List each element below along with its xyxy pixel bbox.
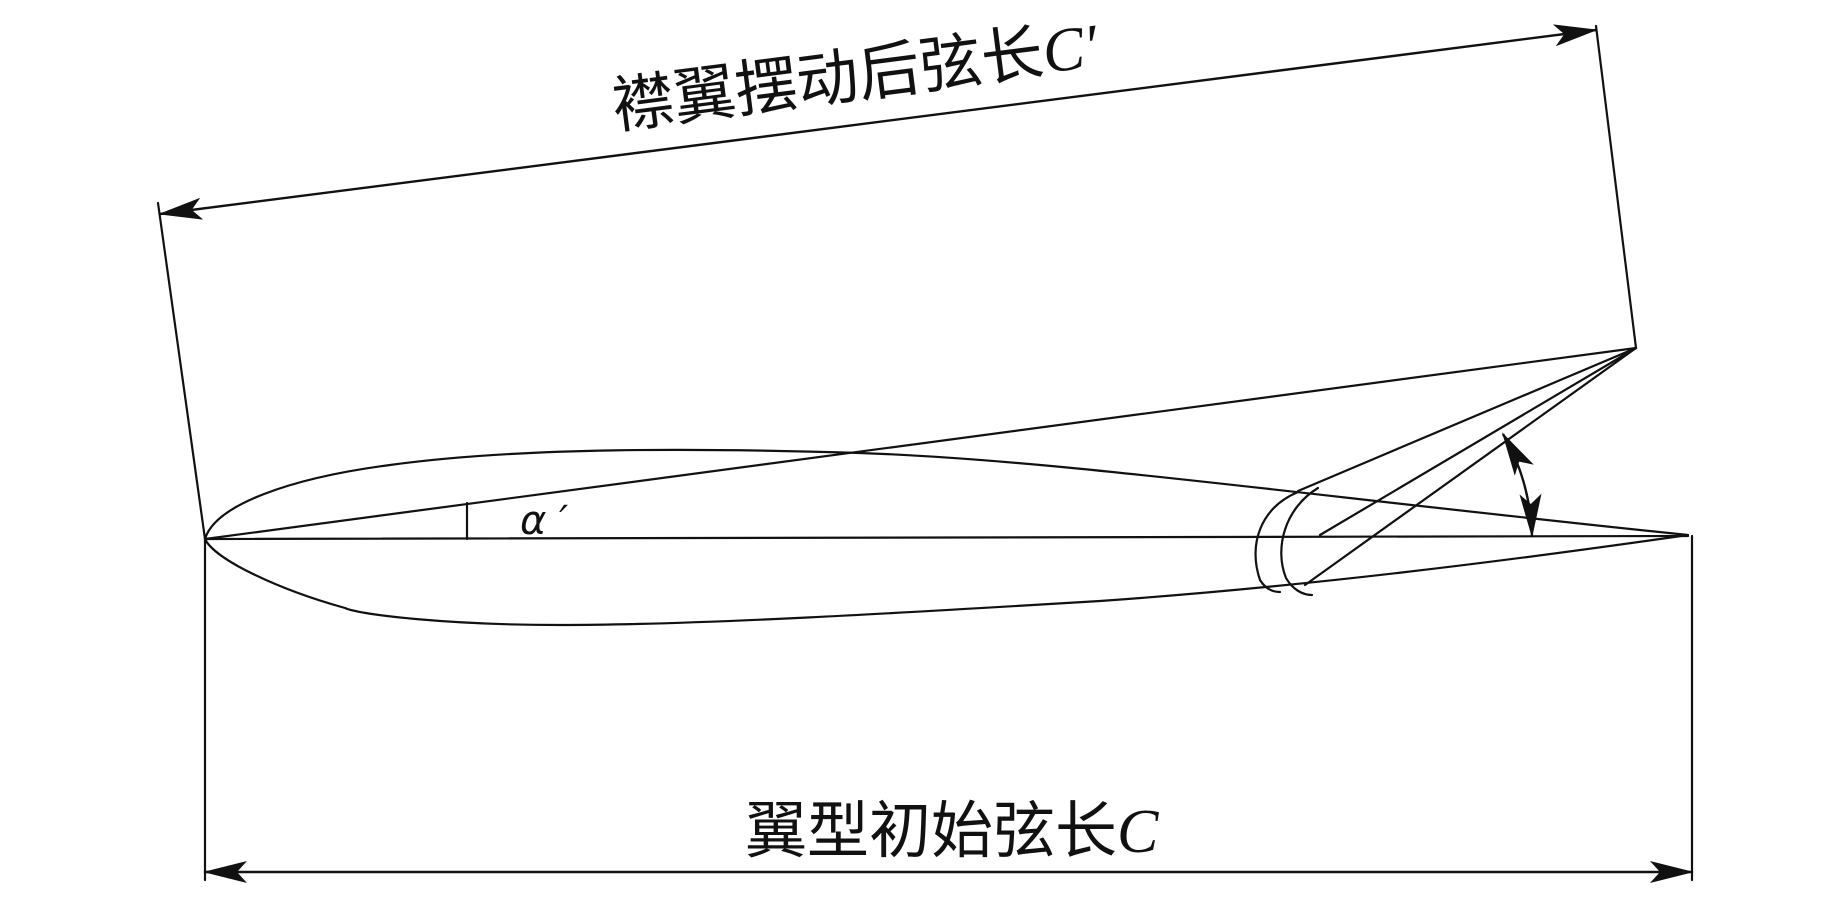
flapped-chord-line — [203, 346, 1638, 541]
flap-upper-line — [1296, 346, 1638, 493]
flapped-chord-right-extension — [1594, 24, 1638, 350]
flapped-chord-label: 襟翼摆动后弦长C′ — [608, 8, 1104, 143]
initial-chord-label: 翼型初始弦长C — [745, 794, 1159, 867]
airfoil-outline — [203, 448, 1690, 627]
flap-lower-line — [1303, 346, 1638, 587]
flap-deflection-arc-arrow — [1501, 432, 1542, 538]
flap-slot-inner-curve — [1280, 486, 1320, 597]
flap-camber-line — [1318, 346, 1638, 537]
flap-slot-outer-curve — [1254, 490, 1300, 594]
angle-alpha-prime-label: α ′ — [520, 498, 568, 544]
flapped-chord-left-extension — [156, 201, 207, 541]
flapped-chord-dimension-arrow — [158, 24, 1598, 220]
initial-chord-line — [203, 534, 1690, 541]
